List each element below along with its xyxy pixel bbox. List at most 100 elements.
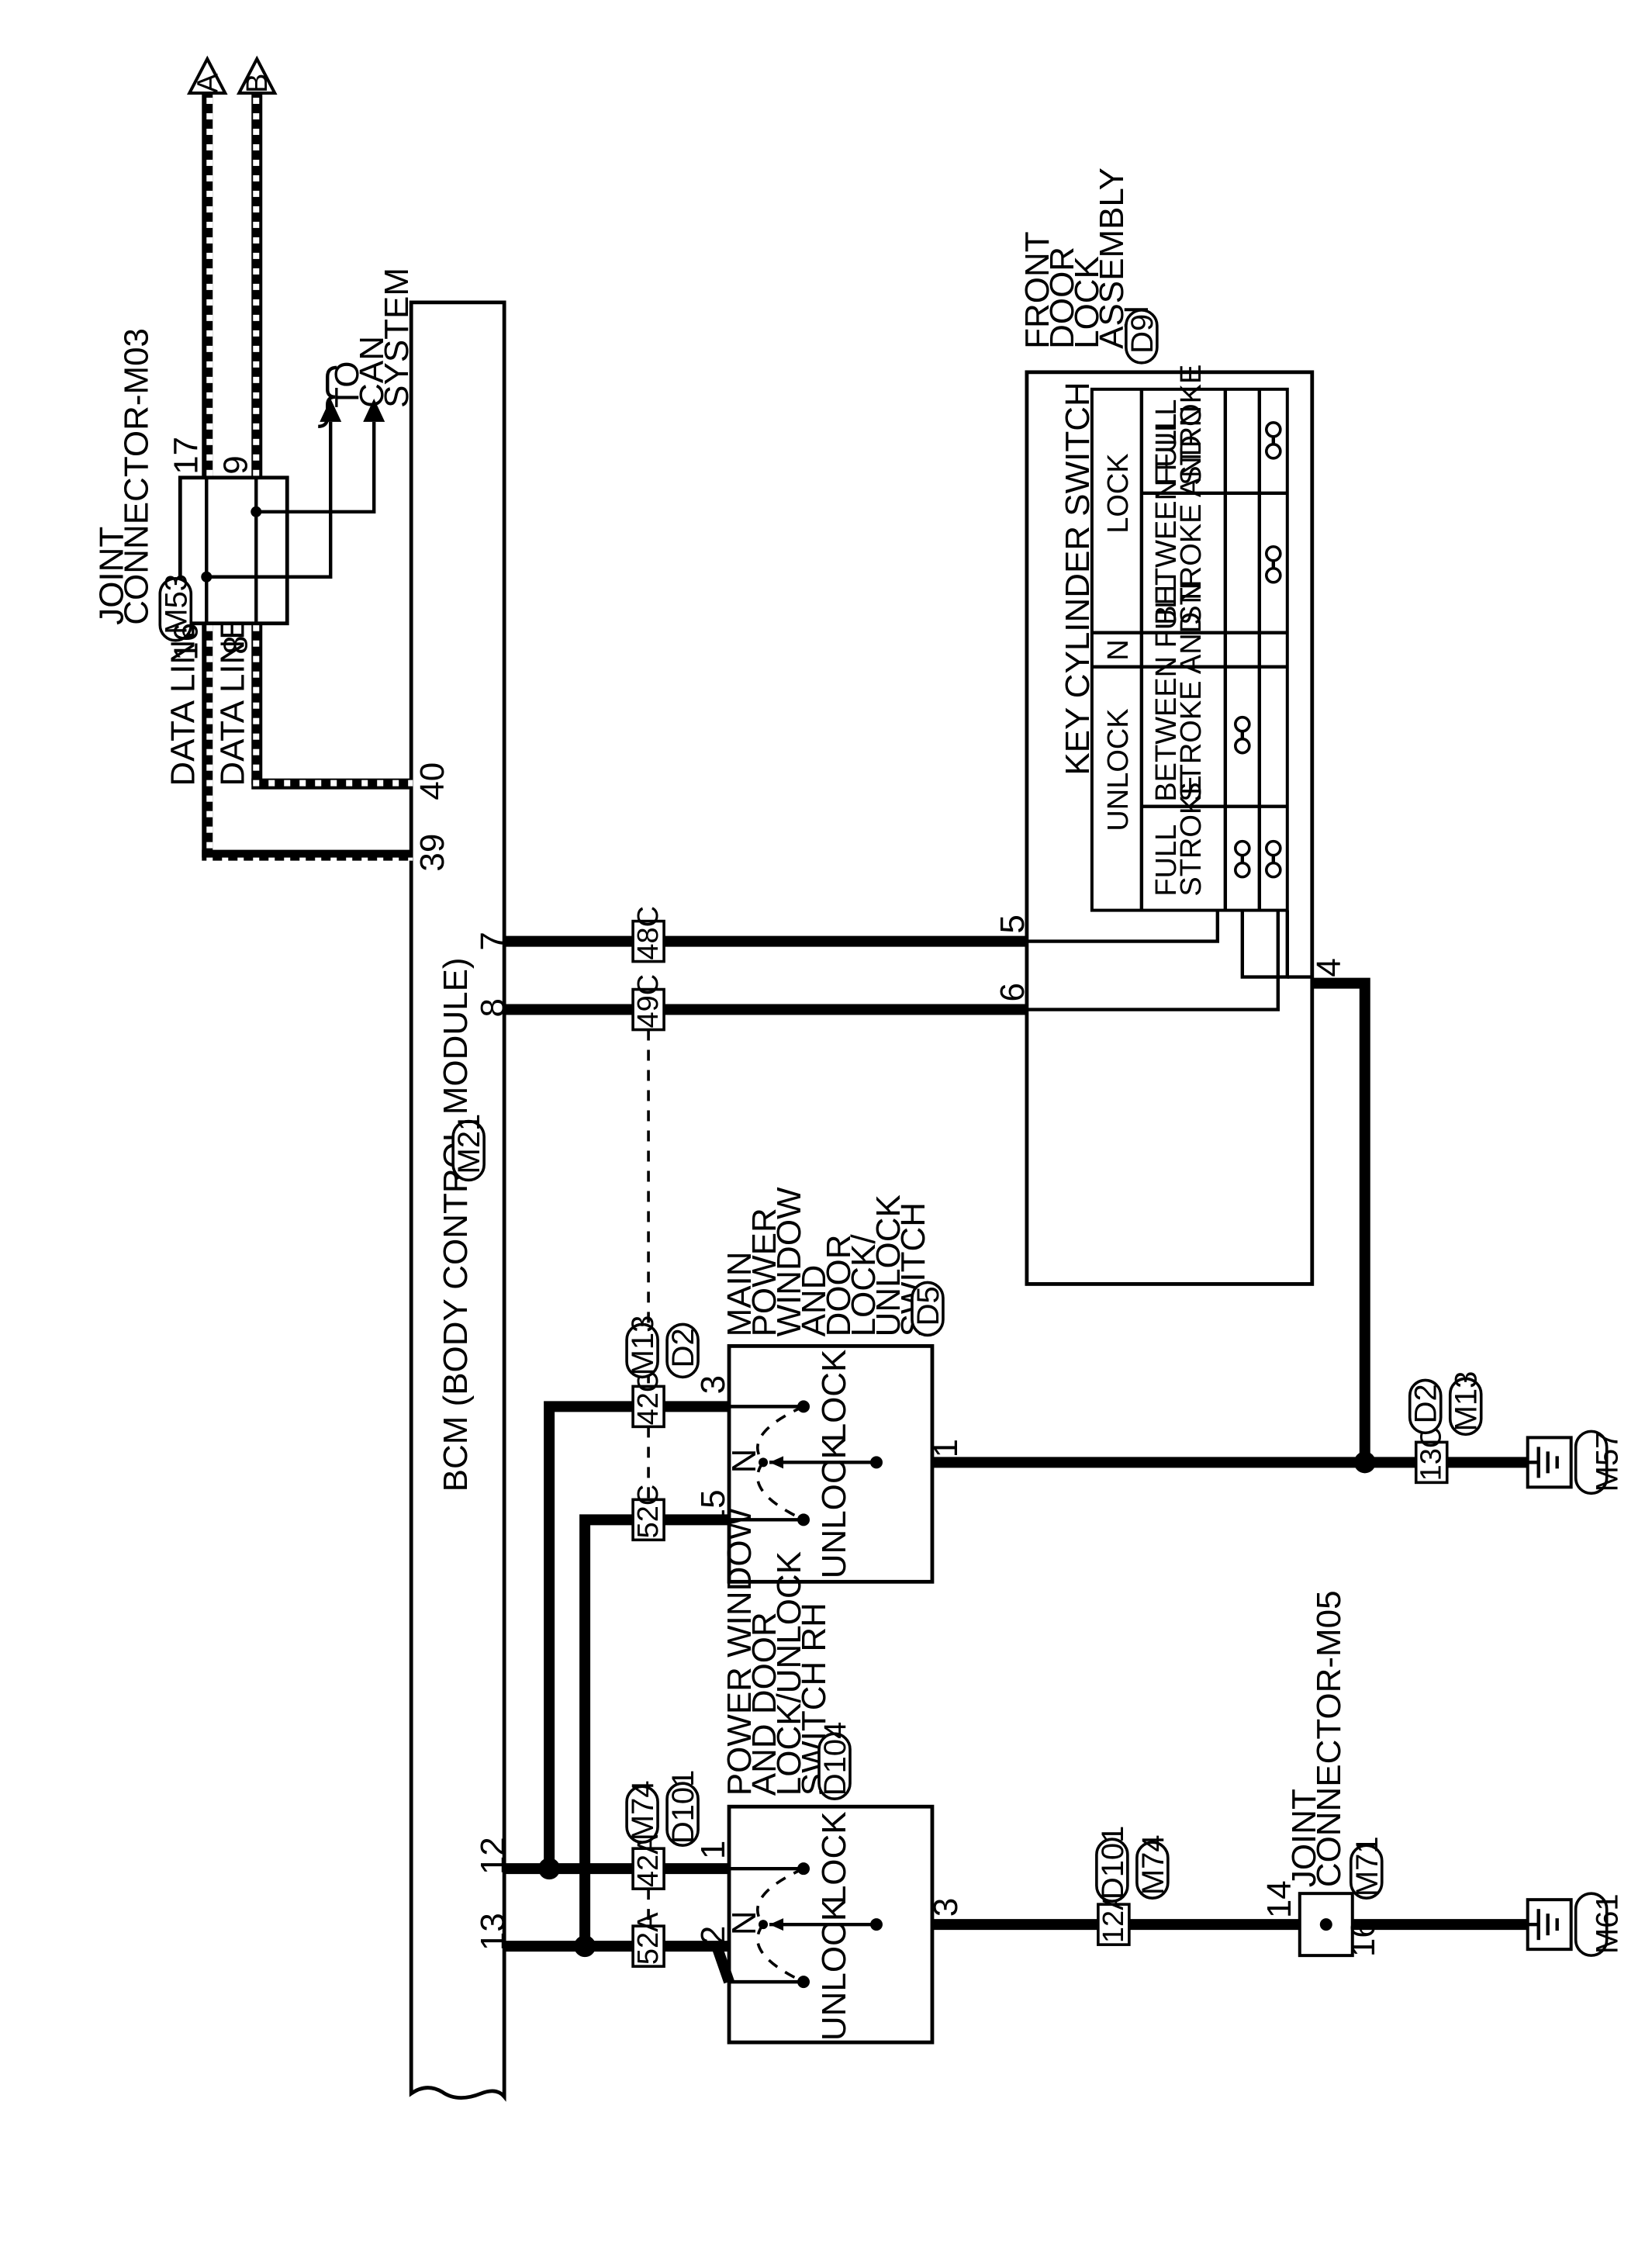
col-full-lock-1: FULL xyxy=(1150,413,1183,486)
tag-d2-lower-label: D2 xyxy=(1409,1384,1443,1423)
main-switch-tag xyxy=(911,1281,945,1337)
rh-switch-tag xyxy=(817,1732,852,1801)
data-line-label-1: DATA LINE xyxy=(164,617,202,786)
joint-m03-pin-16: 16 xyxy=(167,623,205,661)
tag-d101-upper-label: D101 xyxy=(666,1770,700,1844)
data-line-b-horizontal xyxy=(251,778,413,790)
joint-connector-m03-box xyxy=(178,475,289,626)
wires-bcm-to-main-switch: 42C 52C M13 D2 xyxy=(544,1315,730,1947)
harness-arrow-b-label: B xyxy=(241,74,274,93)
joint-m05-pin-16: 16 xyxy=(1344,1919,1382,1957)
inline-connector-48c xyxy=(631,919,665,963)
harness-arrow-b xyxy=(236,55,278,95)
joint-m03-pin-17: 17 xyxy=(167,437,205,475)
door-lock-title-4: ASSEMBLY xyxy=(1093,168,1131,349)
tag-m13-upper-label: M13 xyxy=(626,1315,660,1376)
main-switch-title-4: AND xyxy=(795,1265,833,1337)
bcm-connector-code: M21 xyxy=(452,1114,486,1174)
can-system-line-2: CAN xyxy=(353,336,391,408)
inline-connector-42c xyxy=(631,1385,665,1429)
door-lock-pin-4: 4 xyxy=(1310,958,1348,977)
joint-m03-pin-8: 8 xyxy=(216,635,254,654)
door-lock-pin-6: 6 xyxy=(994,983,1032,1001)
ground-m57-tag xyxy=(1574,1430,1609,1495)
joint-m03-title-1: JOINT xyxy=(92,527,130,625)
rh-switch-pin-3: 3 xyxy=(927,1898,965,1917)
door-lock-tag xyxy=(1125,309,1159,365)
main-switch-connector: D5 xyxy=(911,1286,945,1326)
tag-m74-lower-label: M74 xyxy=(1136,1834,1170,1895)
bcm-module: BCM (BODY CONTROL MODULE) M21 39 40 7 8 … xyxy=(409,300,512,2102)
inline-connector-42a xyxy=(631,1847,665,1890)
bcm-pin-40: 40 xyxy=(413,762,451,800)
front-door-lock-assembly: FRONT DOOR LOCK ASSEMBLY LH D9 5 6 4 KEY… xyxy=(994,168,1370,1458)
inline-connector-42a-label: 42A xyxy=(632,1834,665,1887)
inline-connector-52a-label: 52A xyxy=(632,1912,665,1965)
joint-m05-title-1: JOINT xyxy=(1285,1789,1323,1887)
data-line-b-vertical xyxy=(251,92,263,785)
data-line-a-vertical xyxy=(202,92,213,858)
bcm-connector-tag xyxy=(451,1119,486,1182)
main-switch-neutral: N xyxy=(725,1449,763,1474)
inline-connector-13c-label: 13C xyxy=(1415,1427,1448,1481)
wires-bcm-to-door-lock: 48C 49C xyxy=(504,906,1027,1387)
col-between-lock-2: STROKE AND N xyxy=(1175,406,1208,625)
inline-connector-48c-label: 48C xyxy=(632,906,665,960)
tag-m74-lower xyxy=(1135,1841,1170,1900)
rh-switch-title-1: POWER WINDOW xyxy=(721,1507,759,1796)
col-full-unlock-1: FULL xyxy=(1150,825,1183,897)
tag-d2-upper-label: D2 xyxy=(666,1328,700,1367)
main-switch-title-2: POWER xyxy=(745,1208,783,1336)
tag-m74-upper-label: M74 xyxy=(626,1780,660,1841)
can-data-lines: A B DATA LINE DATA LINE xyxy=(164,55,413,861)
door-lock-title-2: DOOR xyxy=(1043,247,1081,349)
can-system-line-1: TO xyxy=(328,361,366,408)
col-full-unlock-2: STROKE xyxy=(1175,775,1208,896)
rh-switch-pin-1: 1 xyxy=(694,1841,732,1859)
col-between-unlock-1: BETWEEN FULL xyxy=(1150,576,1183,801)
joint-m03-title-2: CONNECTOR-M03 xyxy=(117,328,155,625)
harness-arrow-a-label: A xyxy=(192,73,224,93)
rh-switch-title-3: LOCK/UNLOCK xyxy=(770,1551,808,1796)
rh-switch-connector: D104 xyxy=(818,1722,852,1796)
inline-connector-49c xyxy=(631,987,665,1032)
rh-switch-title-2: AND DOOR xyxy=(745,1612,783,1796)
inline-connector-12a xyxy=(1097,1903,1131,1946)
main-switch-lock: LOCK xyxy=(815,1350,853,1443)
tag-m74-upper xyxy=(625,1785,659,1844)
joint-m03-connector: M53 xyxy=(159,574,193,634)
tag-d101-lower-label: D101 xyxy=(1096,1826,1130,1900)
joint-m03-tag xyxy=(158,576,193,642)
rh-switch-unlock: UNLOCK xyxy=(815,1899,853,2041)
joint-m05-title-2: CONNECTOR-M05 xyxy=(1310,1590,1348,1887)
rh-switch-neutral: N xyxy=(725,1910,763,1935)
main-switch-title-6: LOCK/ xyxy=(845,1234,883,1337)
joint-m05-pin-14: 14 xyxy=(1260,1880,1298,1918)
joint-m05-tag xyxy=(1349,1844,1384,1900)
door-lock-title-1: FRONT xyxy=(1018,231,1056,348)
bcm-label: BCM (BODY CONTROL MODULE) xyxy=(437,957,475,1492)
inline-connector-13c xyxy=(1414,1440,1449,1485)
can-arrow-1 xyxy=(320,398,342,422)
can-arrow-2 xyxy=(363,398,385,422)
inline-connector-49c-label: 49C xyxy=(632,974,665,1029)
col-full-lock-2: STROKE xyxy=(1175,365,1208,486)
data-line-a-horizontal xyxy=(202,849,413,861)
tag-d101-upper xyxy=(665,1782,700,1847)
key-cylinder-unlock: UNLOCK xyxy=(1102,708,1135,831)
main-switch-title-7: UNLOCK xyxy=(869,1194,907,1336)
bcm-pin-39: 39 xyxy=(413,834,451,872)
tag-m13-lower-label: M13 xyxy=(1450,1371,1484,1432)
harness-arrow-a xyxy=(186,55,228,95)
ground-m61-label: M61 xyxy=(1591,1893,1625,1954)
ground-m57-circuit: 13C D2 M13 M57 xyxy=(1364,1371,1625,1495)
door-lock-pin-5: 5 xyxy=(994,914,1032,933)
inline-connector-42c-label: 42C xyxy=(632,1371,665,1426)
main-switch-unlock: UNLOCK xyxy=(815,1436,853,1578)
inline-connector-52a xyxy=(631,1924,665,1968)
col-between-unlock-2: STROKE AND N xyxy=(1175,583,1208,802)
tag-d2-lower xyxy=(1408,1378,1443,1435)
ground-m61-circuit: 12A D101 M74 JOINT CONNECTOR-M05 M71 14 … xyxy=(931,1590,1625,1957)
main-switch-title-5: DOOR xyxy=(820,1235,858,1337)
